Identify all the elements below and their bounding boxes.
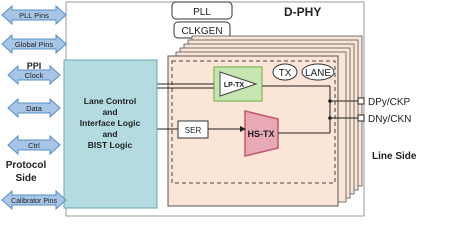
output-label-dp: DPy/CKP — [368, 97, 411, 108]
clock-arrow: Clock — [7, 64, 61, 86]
calibrator-pins-label: Calibrator Pins — [11, 198, 57, 205]
lane-control-line: BIST Logic — [88, 140, 133, 150]
lane-control-line: Lane Control — [84, 96, 136, 106]
pll-block — [171, 1, 233, 20]
output-label-dn: DNy/CKN — [368, 114, 411, 125]
lane-control-block — [63, 59, 158, 209]
ctrl-arrow: Ctrl — [7, 134, 61, 156]
tx-tag — [272, 63, 298, 81]
tx-lane-outline — [171, 60, 336, 184]
line-side-label: Line Side — [372, 151, 417, 162]
dp-pad — [357, 97, 365, 105]
data-arrow: Data — [7, 97, 61, 119]
protocol-label: Protocol — [6, 160, 47, 171]
clock-label: Clock — [25, 71, 44, 80]
hs-tx-block — [244, 110, 279, 157]
lane-control-line: and — [102, 129, 117, 139]
d-phy-block-diagram: D-PHY PLL CLKGEN TX LANE LP-TX SER HS-TX… — [1, 1, 417, 217]
pll-pins-arrow: PLL Pins — [1, 4, 67, 26]
lane-control-line: Interface Logic — [80, 118, 141, 128]
tx-label: TX — [279, 68, 292, 79]
pll-pins-label: PLL Pins — [19, 11, 49, 20]
global-pins-label: Global Pins — [15, 40, 54, 49]
lane-tag — [301, 63, 335, 81]
side-label: Side — [15, 173, 37, 184]
pll-label: PLL — [193, 7, 211, 18]
lp-tx-label: LP-TX — [224, 82, 245, 89]
ser-label: SER — [185, 126, 202, 135]
hs-tx-label: HS-TX — [248, 129, 275, 139]
clkgen-label: CLKGEN — [181, 26, 222, 37]
lane-label: LANE — [305, 68, 331, 79]
data-label: Data — [26, 104, 43, 113]
calibrator-pins-arrow: Calibrator Pins — [1, 189, 67, 211]
dn-pad — [357, 114, 365, 122]
lp-tx-driver-icon — [219, 71, 258, 97]
lane-control-line: and — [102, 107, 117, 117]
diagram-title: D-PHY — [284, 5, 321, 19]
ppi-label: PPI — [27, 61, 42, 71]
global-pins-arrow: Global Pins — [1, 33, 67, 55]
ctrl-label: Ctrl — [28, 141, 40, 150]
